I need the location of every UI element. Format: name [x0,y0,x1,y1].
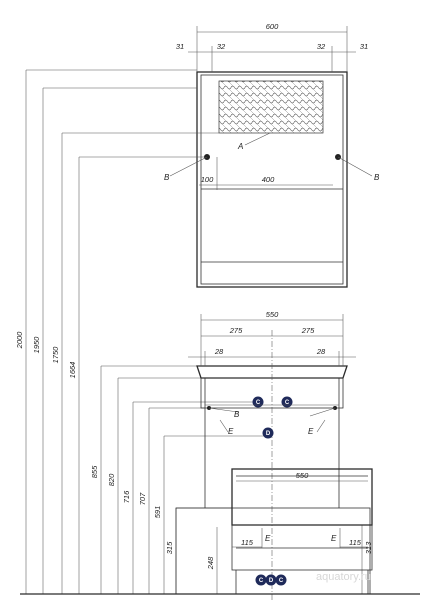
leader-e-right [316,419,326,433]
dim-half-right: 275 [301,326,315,335]
dim-h-3: 1664 [68,362,77,379]
label-floor-e-right: E [331,534,337,543]
svg-text:D: D [269,578,274,584]
dim-right-offset: 31 [360,42,368,51]
dim-spacing-between: 400 [262,175,275,184]
label-b-right: B [374,173,380,182]
leader-a [244,132,271,146]
dim-h-total: 2000 [15,331,24,350]
label-cab-e-left: E [228,427,234,436]
label-floor-e-left: E [265,534,271,543]
dim-offset-right: 115 [349,538,362,547]
mirror-inner-frame [200,74,344,285]
marker-c-left: C [252,396,264,408]
label-cab-e-right: E [308,427,314,436]
dim-half-left: 275 [229,326,243,335]
dim-offset-left: 115 [241,538,254,547]
dim-floor-width: 550 [296,471,309,480]
leader-e-left [219,419,229,433]
leader-cab-b [208,407,239,413]
dim-cabinet-width: 550 [266,310,279,319]
dim-h-11: 313 [364,541,373,554]
dim-h-7: 707 [138,492,147,505]
marker-floor-c-right: C [275,574,287,586]
marker-floor-d: D [265,574,277,586]
dim-right-inner: 32 [317,42,326,51]
dim-mirror-width: 600 [266,22,279,31]
dim-h-4: 855 [90,465,99,478]
dim-h-1: 1950 [32,336,41,354]
lower-cabinet-body [231,524,373,571]
label-a: A [237,142,243,151]
label-b-left: B [164,173,170,182]
svg-text:C: C [256,400,261,406]
watermark: aquatory.ru [316,571,371,583]
label-cab-b: B [234,410,240,419]
dim-h-9: 315 [165,541,174,554]
marker-c-right: C [281,396,293,408]
mirror-cabinet-hatched-area [218,80,324,134]
dim-h-2: 1750 [51,346,60,364]
mirror-frame [196,71,348,288]
svg-text:C: C [279,578,284,584]
height-dimensions: 2000 1950 1750 1664 855 820 716 707 591 … [15,69,373,594]
leader-cab-b-right [309,407,336,417]
dim-side-left: 28 [214,347,224,356]
dim-left-inner: 32 [217,42,226,51]
dim-h-5: 820 [107,473,116,486]
svg-text:C: C [259,578,264,584]
marker-d: D [262,427,274,439]
dim-spacing-left: 100 [201,175,214,184]
floor-view: 550 115 115 E E C D C [20,468,420,595]
dim-h-8: 591 [153,506,162,519]
svg-text:D: D [266,431,271,437]
dim-left-offset: 31 [176,42,184,51]
dim-h-6: 716 [122,490,131,503]
dim-h-10: 248 [206,556,215,570]
leader-b-right [337,156,373,177]
cabinet-view: 550 275 275 28 28 C C D B [188,310,356,600]
dim-side-right: 28 [316,347,326,356]
marker-floor-c-left: C [255,574,267,586]
svg-text:C: C [285,400,290,406]
leader-b-left [169,156,208,177]
mirror-view: 600 31 32 32 31 B B A 100 400 [164,22,380,288]
